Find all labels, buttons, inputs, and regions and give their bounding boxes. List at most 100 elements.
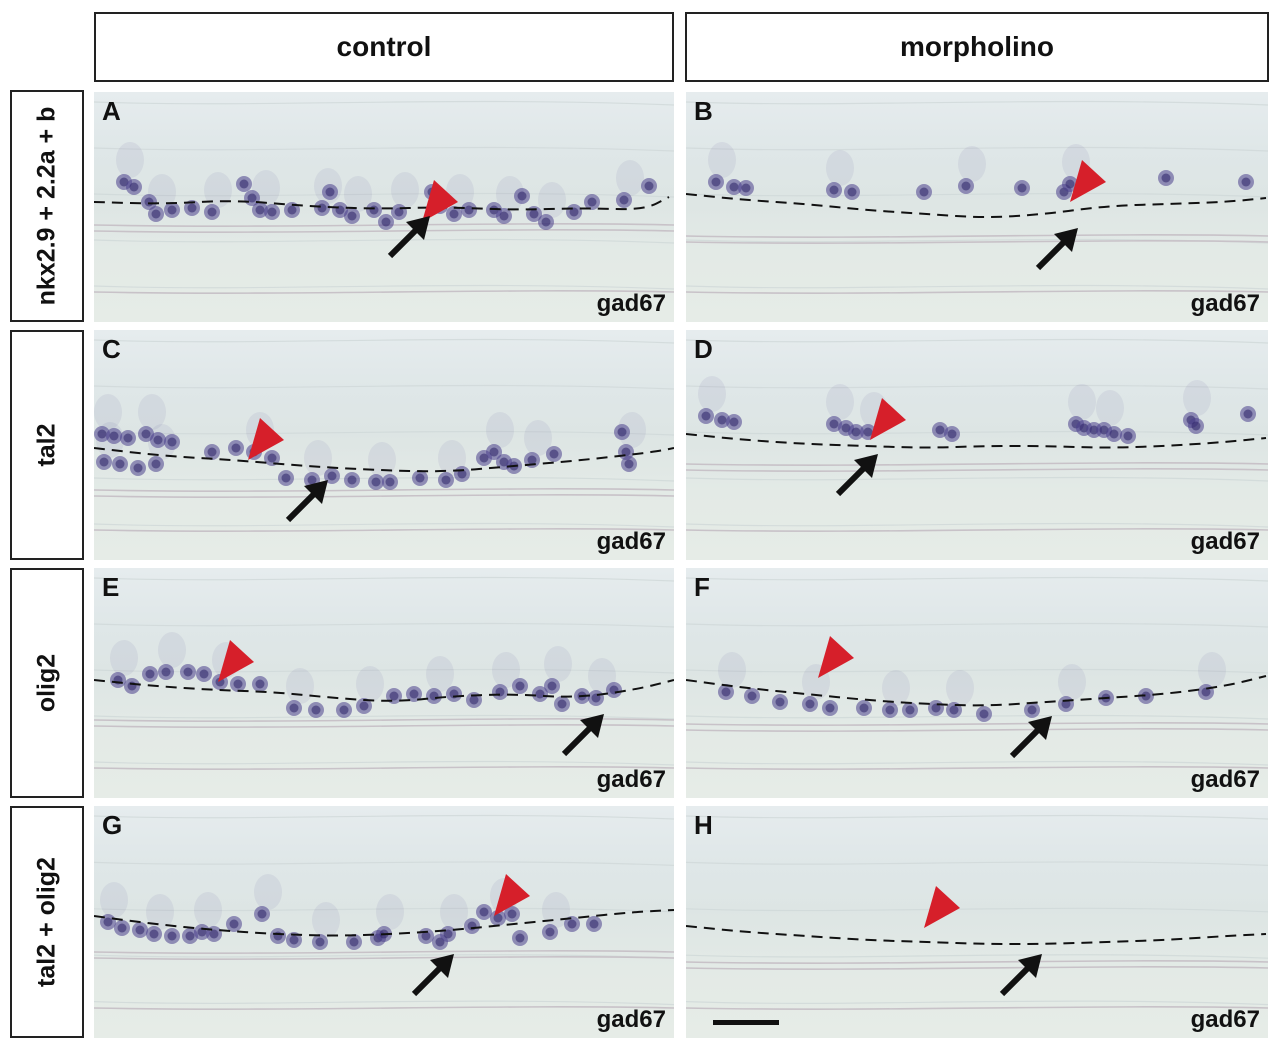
stained-cell-core [589,919,599,929]
stained-cell-core [567,919,577,929]
column-header-morpholino: morpholino [685,12,1269,82]
stained-cell-core [847,187,857,197]
tissue-texture [94,907,674,913]
panel-a: A gad67 [94,92,674,322]
stained-cell-core [287,205,297,215]
diffuse-stain [368,442,396,478]
boundary-line [94,223,674,227]
red-arrowhead [218,640,254,682]
arrow-shaft [999,965,1031,997]
stained-cell-core [199,669,209,679]
red-arrowhead [1070,160,1106,202]
stained-cell-core [207,447,217,457]
stained-cell-core [1123,431,1133,441]
diffuse-stain [616,160,644,196]
stained-cell-core [209,929,219,939]
stained-cell-core [529,209,539,219]
stained-cell-core [729,417,739,427]
diffuse-stain [440,894,468,930]
tissue-texture [94,522,674,528]
boundary-line [94,488,674,492]
stained-cell-core [151,459,161,469]
row-label-tal2: tal2 [10,330,84,560]
stained-cell-core [347,211,357,221]
column-header-label: control [336,31,432,62]
stained-cell-core [429,691,439,701]
stained-cell-core [449,209,459,219]
diffuse-stain [1058,664,1086,700]
boundary-line [94,229,674,233]
dashed-boundary-line [94,909,674,937]
diffuse-stain [1068,384,1096,420]
stained-cell-core [289,935,299,945]
arrow-shaft [835,465,867,497]
tissue-texture [686,522,1268,528]
stained-cell-core [493,913,503,923]
stained-cell-core [441,475,451,485]
arrow-head [1054,228,1078,252]
tissue-texture [94,714,674,720]
tissue-texture [94,814,674,820]
black-arrow [999,954,1042,997]
stained-cell-core [207,207,217,217]
stained-cell-core [307,475,317,485]
stained-cell-core [859,703,869,713]
stained-cell-core [167,437,177,447]
column-header-label: morpholino [900,31,1054,62]
diffuse-stain [698,376,726,412]
panel-f: F gad67 [686,568,1268,798]
diffuse-stain [94,394,122,430]
stained-cell-core [851,427,861,437]
diffuse-stain [496,176,524,212]
boundary-line [94,290,674,294]
tissue-texture [686,954,1268,959]
tissue-texture [94,238,674,244]
tissue-texture [94,576,674,582]
tissue-texture [686,192,1268,198]
panel-c: C gad67 [94,330,674,560]
stained-cell-core [231,443,241,453]
scale-bar [713,1020,779,1025]
black-arrow [835,454,878,497]
diffuse-stain [146,894,174,930]
tissue-texture [686,430,1268,436]
stained-cell-core [117,923,127,933]
marker-label: gad67 [596,528,666,555]
boundary-line [94,1006,674,1010]
stained-cell-core [1161,173,1171,183]
stained-cell-core [281,473,291,483]
stained-cell-core [1243,409,1253,419]
stained-cell-core [935,425,945,435]
diffuse-stain [158,632,186,668]
stained-cell-core [133,463,143,473]
stained-cell-core [415,473,425,483]
stained-cell-core [115,459,125,469]
stained-cell-core [729,182,739,192]
diffuse-stain [708,142,736,178]
micrograph [686,100,1268,294]
stained-cell-core [167,931,177,941]
stained-cell-core [1027,705,1037,715]
row-label-nkx: nkx2.9 + 2.2a + b [10,90,84,322]
panel-g: G gad67 [94,806,674,1038]
arrow-head [1018,954,1042,978]
stained-cell-core [545,927,555,937]
arrow-head [304,480,328,504]
panel-letter: E [102,572,120,602]
stained-cell-core [135,925,145,935]
stained-cell-core [99,457,109,467]
tissue-texture [94,430,674,436]
stained-cell-core [979,709,989,719]
stained-cell-core [443,929,453,939]
marker-label: gad67 [1190,1006,1260,1033]
diffuse-stain [110,640,138,676]
diffuse-stain [718,652,746,688]
stained-cell-core [257,909,267,919]
stained-cell-core [905,705,915,715]
black-arrow [561,714,604,757]
black-arrow [1009,716,1052,759]
diffuse-stain [254,874,282,910]
stained-cell-core [569,207,579,217]
stained-cell-core [741,183,751,193]
row-label-text: olig2 [32,653,61,713]
